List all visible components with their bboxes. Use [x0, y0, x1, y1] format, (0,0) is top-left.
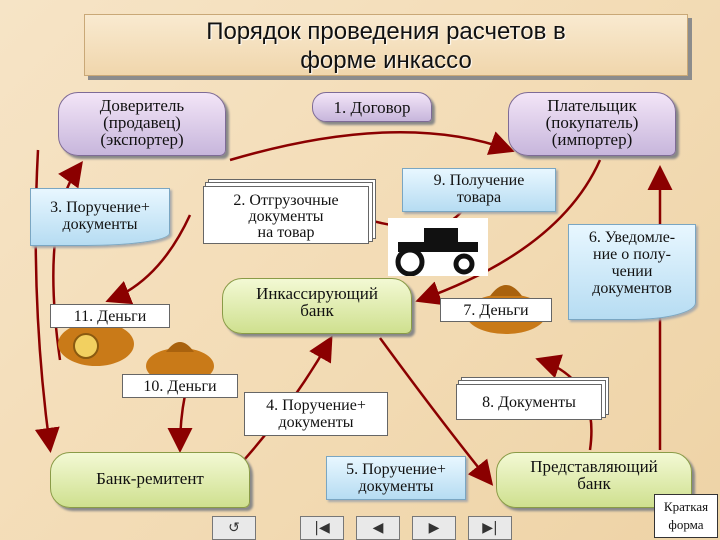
step-6-notification: 6. Уведомле- ние о полу- чении документо…: [568, 224, 696, 320]
step-6-line-4: документов: [592, 280, 672, 297]
step-1-label: 1. Договор: [333, 98, 411, 117]
arrow-5: [378, 337, 494, 486]
prev-slide-icon[interactable]: ◀: [356, 516, 400, 540]
step-6-line-1: 6. Уведомле-: [588, 229, 676, 246]
node-remitting-bank: Банк-ремитент: [50, 452, 250, 508]
presenting-bank-line-2: банк: [577, 474, 611, 493]
step-2-line-3: на товар: [257, 224, 315, 241]
trustor-line-1: Доверитель: [99, 96, 185, 115]
step-10-label: 10. Деньги: [143, 378, 217, 395]
first-slide-icon[interactable]: |◀: [300, 516, 344, 540]
title-line-2: форме инкассо: [300, 47, 472, 74]
step-11-label: 11. Деньги: [73, 308, 147, 325]
presenting-bank-line-1: Представляющий: [530, 457, 658, 476]
arrow-7: [415, 159, 602, 306]
node-trustor: Доверитель (продавец) (экспортер): [58, 92, 226, 156]
step-8-label: 8. Документы: [482, 394, 576, 411]
step-8-documents: 8. Документы: [456, 384, 602, 420]
collecting-bank-line-2: банк: [300, 301, 334, 320]
trustor-line-3: (экспортер): [100, 130, 184, 149]
node-collecting-bank: Инкассирующий банк: [222, 278, 412, 334]
step-9-line-1: 9. Получение: [433, 172, 525, 189]
step-5-line-2: документы: [358, 478, 434, 495]
node-payer: Плательщик (покупатель) (импортер): [508, 92, 676, 156]
step-9-line-2: товара: [456, 189, 502, 206]
node-presenting-bank: Представляющий банк: [496, 452, 692, 508]
step-1-contract: 1. Договор: [312, 92, 432, 122]
step-2-documents: 2. Отгрузочные документы на товар: [203, 186, 369, 244]
collecting-bank-line-1: Инкассирующий: [256, 284, 378, 303]
return-icon[interactable]: ↺: [212, 516, 256, 540]
step-4-order: 4. Поручение+ документы: [244, 392, 388, 436]
step-4-line-1: 4. Поручение+: [266, 397, 366, 414]
trustor-line-2: (продавец): [103, 113, 181, 132]
brief-form-line-2: форма: [668, 517, 704, 532]
step-11-money: 11. Деньги: [50, 304, 170, 328]
step-5-line-1: 5. Поручение+: [346, 461, 446, 478]
step-3-note: 3. Поручение+ документы: [30, 188, 170, 246]
payer-line-3: (импортер): [551, 130, 633, 149]
step-7-money: 7. Деньги: [440, 298, 552, 322]
step-5-order: 5. Поручение+ документы: [326, 456, 466, 500]
money-bag-icon: [58, 313, 134, 366]
title-line-1: Порядок проведения расчетов в: [206, 18, 566, 45]
arrow-3: [105, 214, 192, 305]
brief-form-line-1: Краткая: [663, 499, 709, 514]
remitting-bank-label: Банк-ремитент: [96, 469, 204, 488]
step-7-label: 7. Деньги: [463, 302, 529, 319]
step-6-line-2: ние о полу-: [593, 246, 671, 263]
step-9-goods: 9. Получение товара: [402, 168, 556, 212]
step-6-line-3: чении: [611, 263, 653, 280]
step-3-line-1: 3. Поручение+: [50, 199, 150, 216]
next-slide-icon[interactable]: ▶: [412, 516, 456, 540]
brief-form-button[interactable]: Краткая форма: [654, 494, 718, 538]
page-title: Порядок проведения расчетов в форме инка…: [84, 14, 688, 76]
payer-line-2: (покупатель): [545, 113, 639, 132]
arrow-10: [167, 394, 193, 453]
step-2-line-2: документы: [248, 208, 324, 225]
step-4-line-2: документы: [278, 414, 354, 431]
last-slide-icon[interactable]: ▶|: [468, 516, 512, 540]
step-3-line-2: документы: [62, 216, 138, 233]
payer-line-1: Плательщик: [547, 96, 637, 115]
step-10-money: 10. Деньги: [122, 374, 238, 398]
arrow-contract: [229, 130, 515, 162]
step-2-line-1: 2. Отгрузочные: [233, 192, 339, 209]
tractor-icon: [388, 218, 488, 276]
